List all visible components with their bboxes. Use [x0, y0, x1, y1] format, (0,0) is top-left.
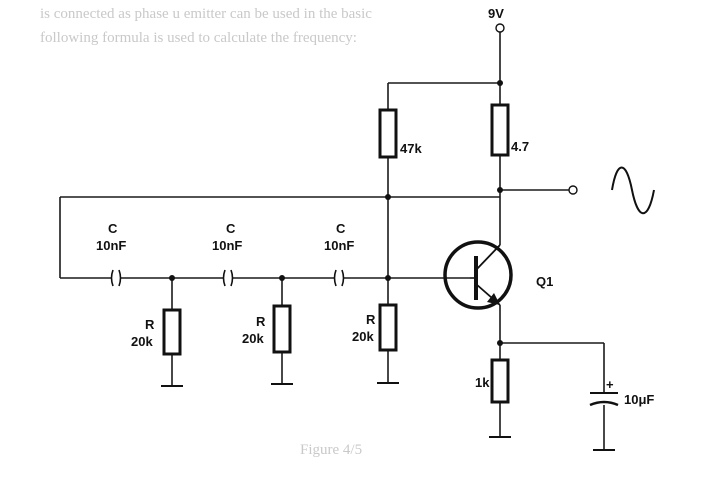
bypass-capacitor [589, 392, 619, 407]
capacitor-1 [110, 269, 122, 287]
collector-resistor-value: 4.7 [511, 139, 529, 154]
shunt-resistor-2-value: 20k [242, 331, 264, 346]
sine-wave-icon [611, 166, 655, 215]
shunt-resistor-3-value: 20k [352, 329, 374, 344]
junction-dots [169, 80, 503, 346]
shunt-resistor-1-name: R [145, 317, 155, 332]
shunt-resistor-3-name: R [366, 312, 376, 327]
emitter-resistor [490, 358, 510, 404]
background-text-line-1: is connected as phase u emitter can be u… [40, 6, 372, 22]
wires [59, 28, 605, 450]
figure-caption: Figure 4/5 [300, 442, 362, 458]
bypass-capacitor-value: 10μF [624, 392, 654, 407]
bias-resistor-value: 47k [400, 141, 422, 156]
transistor-label: Q1 [536, 274, 553, 289]
capacitor-3 [333, 269, 345, 287]
capacitor-2 [222, 269, 234, 287]
emitter-resistor-value: 1k [475, 375, 490, 390]
supply-terminal [495, 23, 505, 33]
background-text-line-2: following formula is used to calculate t… [40, 30, 357, 46]
capacitor-3-name: C [336, 221, 346, 236]
shunt-resistor-2 [272, 304, 292, 354]
supply-label: 9V [488, 6, 504, 21]
bypass-capacitor-polarity: + [606, 377, 614, 392]
transistor-q1 [443, 240, 513, 310]
shunt-resistor-2-name: R [256, 314, 266, 329]
capacitor-1-name: C [108, 221, 118, 236]
shunt-resistor-1-value: 20k [131, 334, 153, 349]
capacitor-2-value: 10nF [212, 238, 242, 253]
bias-resistor-47k [378, 108, 398, 159]
shunt-resistor-3 [378, 303, 398, 352]
capacitor-3-value: 10nF [324, 238, 354, 253]
capacitor-2-name: C [226, 221, 236, 236]
output-terminal [568, 185, 578, 195]
collector-resistor [490, 103, 510, 157]
capacitor-1-value: 10nF [96, 238, 126, 253]
shunt-resistor-1 [162, 308, 182, 356]
